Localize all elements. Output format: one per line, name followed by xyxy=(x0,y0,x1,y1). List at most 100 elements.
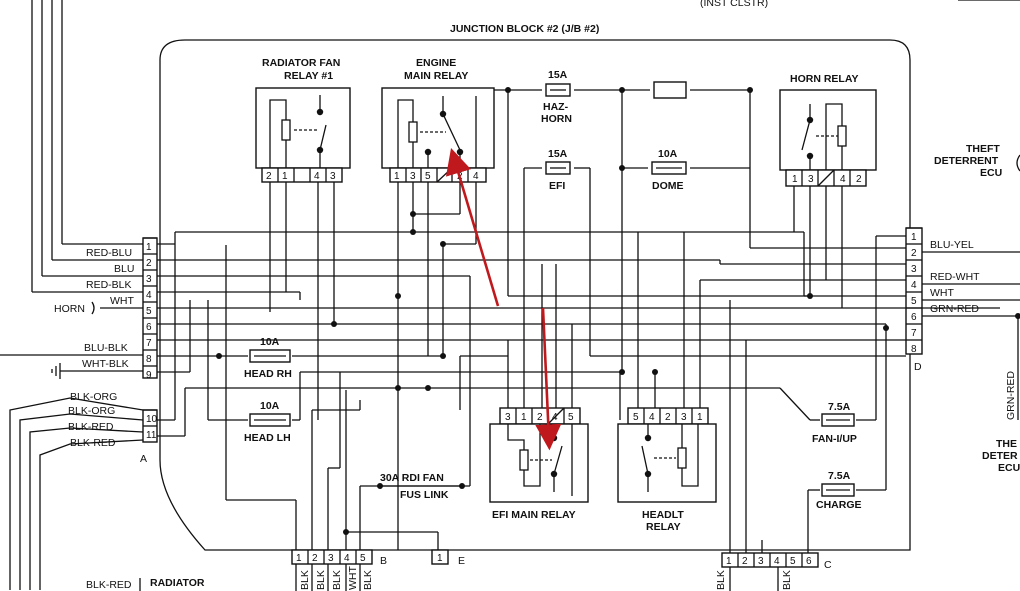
connector-a-pin: 7 xyxy=(146,338,152,349)
svg-text:4: 4 xyxy=(552,412,558,423)
svg-text:4: 4 xyxy=(840,174,846,185)
connector-d-pin: 5 xyxy=(911,296,917,307)
connector-d-pin: 8 xyxy=(911,344,917,355)
svg-text:GRN-RED: GRN-RED xyxy=(930,303,979,315)
svg-text:DOME: DOME xyxy=(652,180,684,192)
connector-e-label: E xyxy=(458,555,465,567)
svg-text:BLK: BLK xyxy=(315,570,327,590)
svg-text:MAIN RELAY: MAIN RELAY xyxy=(404,70,468,82)
svg-text:2: 2 xyxy=(856,174,862,185)
connector-d-pin: 4 xyxy=(911,280,917,291)
svg-text:HEADLT: HEADLT xyxy=(642,509,684,521)
connector-c-pin: 1 xyxy=(726,556,732,567)
svg-text:RELAY: RELAY xyxy=(646,521,681,533)
left-external-wires xyxy=(0,0,144,590)
connector-b-wires: BLK BLK BLK WHT BLK xyxy=(295,564,374,591)
connector-d-wires: BLU-YEL RED-WHT WHT GRN-RED xyxy=(922,154,1020,420)
connector-b xyxy=(291,549,373,565)
svg-text:1: 1 xyxy=(282,171,288,182)
connector-a-pin: 1 xyxy=(146,242,152,253)
blk-red-bottom-label: BLK-RED xyxy=(86,579,132,591)
svg-text:2: 2 xyxy=(266,171,272,182)
svg-text:BLK-RED: BLK-RED xyxy=(70,437,116,449)
svg-text:10A: 10A xyxy=(658,148,678,160)
horn-relay: HORN RELAY xyxy=(779,73,877,187)
junction-block-outline xyxy=(159,39,911,551)
svg-text:3: 3 xyxy=(410,171,416,182)
svg-text:DETER: DETER xyxy=(982,450,1018,462)
fuse-fan-iup: 7.5A FAN-I/UP xyxy=(812,401,857,445)
radiator-fan-relay: RADIATOR FAN RELAY #1 xyxy=(255,57,351,183)
connector-c-pin: 4 xyxy=(774,556,780,567)
fuse-head-rh: 10A HEAD RH xyxy=(244,336,292,380)
connector-c-label: C xyxy=(824,559,832,571)
svg-text:RED-WHT: RED-WHT xyxy=(930,271,980,283)
connector-a-pin: 2 xyxy=(146,258,152,269)
fusible-link-top xyxy=(653,81,687,99)
svg-text:2: 2 xyxy=(537,412,543,423)
svg-text:HAZ-: HAZ- xyxy=(543,101,569,113)
svg-text:ECU: ECU xyxy=(980,167,1002,179)
svg-text:BLK: BLK xyxy=(299,570,311,590)
svg-text:BLK-ORG: BLK-ORG xyxy=(68,405,115,417)
svg-text:7.5A: 7.5A xyxy=(828,470,851,482)
fusible-link-rdi-fan: 30A RDI FAN FUS LINK xyxy=(380,472,462,501)
svg-text:3: 3 xyxy=(330,171,336,182)
svg-text:HEAD RH: HEAD RH xyxy=(244,368,292,380)
svg-text:THE: THE xyxy=(996,438,1017,450)
svg-text:CHARGE: CHARGE xyxy=(816,499,862,511)
svg-text:4: 4 xyxy=(314,171,320,182)
svg-text:WHT: WHT xyxy=(347,566,359,590)
svg-text:BLK: BLK xyxy=(331,570,343,590)
connector-a-pin: 8 xyxy=(146,354,152,365)
svg-text:HORN RELAY: HORN RELAY xyxy=(790,73,858,85)
connector-d-pin: 3 xyxy=(911,264,917,275)
fuse-haz-horn: 15A HAZ- HORN xyxy=(541,69,572,125)
svg-text:FUS LINK: FUS LINK xyxy=(400,489,449,501)
connector-c-wires: BLK BLK xyxy=(715,567,793,591)
svg-text:THEFT: THEFT xyxy=(966,143,1000,155)
connector-d-pin: 1 xyxy=(911,232,917,243)
connector-a-pin: 3 xyxy=(146,274,152,285)
svg-text:BLU-YEL: BLU-YEL xyxy=(930,239,974,251)
connector-a-pin: 10 xyxy=(146,414,158,425)
headlt-relay: HEADLT RELAY xyxy=(617,407,717,533)
svg-text:3: 3 xyxy=(808,174,814,185)
svg-text:1: 1 xyxy=(521,412,527,423)
connector-a-pin: 6 xyxy=(146,322,152,333)
connector-b-label: B xyxy=(380,555,387,567)
svg-text:3: 3 xyxy=(505,412,511,423)
svg-text:3: 3 xyxy=(681,412,687,423)
svg-text:RED-BLU: RED-BLU xyxy=(86,247,132,259)
connector-a-pin: 11 xyxy=(146,430,157,441)
connector-b-pin: 3 xyxy=(328,553,334,564)
connector-c-pin: 6 xyxy=(806,556,812,567)
svg-text:1: 1 xyxy=(792,174,798,185)
fuse-head-lh: 10A HEAD LH xyxy=(244,400,291,444)
red-arrow-down xyxy=(535,307,562,451)
svg-text:WHT: WHT xyxy=(110,295,134,307)
svg-text:ENGINE: ENGINE xyxy=(416,57,456,69)
headlt-pin-labels: 5 4 2 3 1 xyxy=(633,412,703,423)
svg-text:BLK-ORG: BLK-ORG xyxy=(70,391,117,403)
svg-text:DETERRENT: DETERRENT xyxy=(934,155,999,167)
fuse-dome: 10A DOME xyxy=(651,148,687,192)
red-arrow-up xyxy=(445,148,500,307)
svg-text:4: 4 xyxy=(473,171,479,182)
svg-text:2: 2 xyxy=(665,412,671,423)
theft-deterrent-ecu-label: THEFT DETERRENT ECU xyxy=(934,143,1002,179)
svg-text:RED-BLK: RED-BLK xyxy=(86,279,132,291)
connector-c-pin: 2 xyxy=(742,556,748,567)
svg-text:BLU: BLU xyxy=(114,263,134,275)
connector-d-pin: 6 xyxy=(911,312,917,323)
svg-text:4: 4 xyxy=(649,412,655,423)
connector-c-pin: 3 xyxy=(758,556,764,567)
connector-b-pin: 2 xyxy=(312,553,318,564)
svg-text:HEAD LH: HEAD LH xyxy=(244,432,291,444)
inst-clstr-label: (INST CLSTR) xyxy=(700,0,768,9)
radiator-bottom-label: RADIATOR xyxy=(150,577,205,589)
efi-main-relay: EFI MAIN RELAY xyxy=(489,407,589,521)
svg-text:30A RDI FAN: 30A RDI FAN xyxy=(380,472,444,484)
svg-text:HORN: HORN xyxy=(541,113,572,125)
connector-a-pin: 5 xyxy=(146,306,152,317)
